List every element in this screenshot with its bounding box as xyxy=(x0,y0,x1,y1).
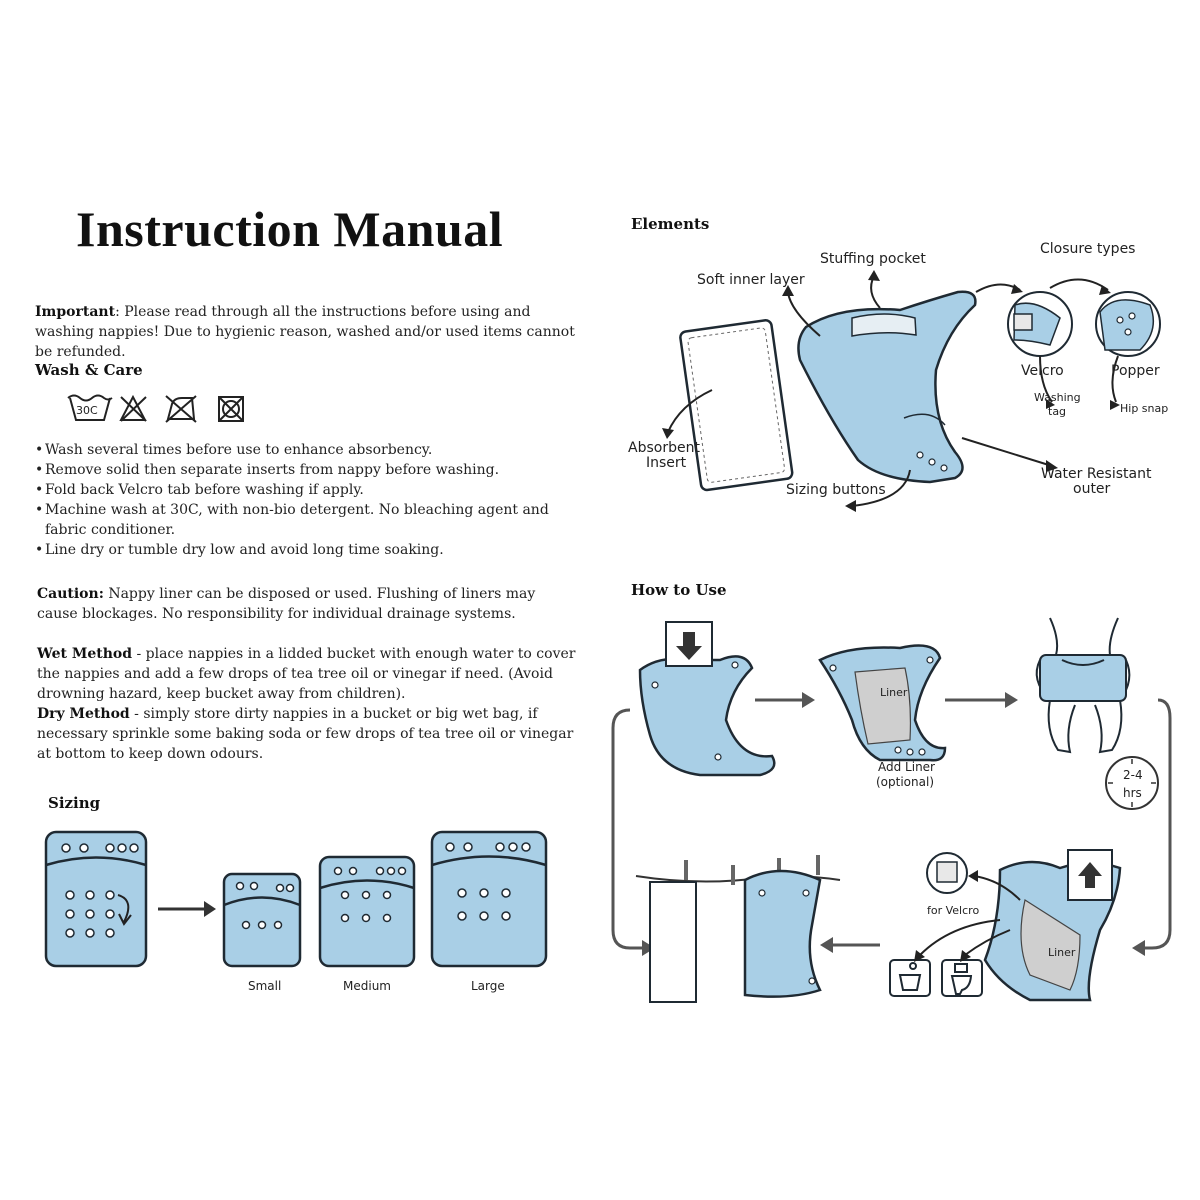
size-label-large: Large xyxy=(471,979,505,993)
step-insert-illustration xyxy=(638,621,776,777)
label-washing-tag-line2: tag xyxy=(1048,405,1067,418)
sizing-heading: Sizing xyxy=(48,794,101,812)
dry-method-text: - simply store dirty nappies in a bucket… xyxy=(37,706,574,762)
popper-closure-illustration xyxy=(1095,291,1161,357)
label-closure-types: Closure types xyxy=(1040,241,1136,257)
label-hip-snap: Hip snap xyxy=(1120,402,1169,415)
trash-bin-icon xyxy=(889,959,931,997)
dry-method-label: Dry Method xyxy=(37,706,130,722)
no-iron-icon xyxy=(165,395,197,423)
label-liner-step2: Liner xyxy=(880,686,908,699)
caution-text: Nappy liner can be disposed or used. Flu… xyxy=(37,586,536,622)
list-item: Line dry or tumble dry low and avoid lon… xyxy=(35,540,580,560)
step-liner-illustration xyxy=(818,644,947,762)
wet-method-paragraph: Wet Method - place nappies in a lidded b… xyxy=(37,644,577,704)
step-baby-illustration xyxy=(1035,617,1131,754)
wet-method-label: Wet Method xyxy=(37,646,133,662)
label-soft-inner-layer: Soft inner layer xyxy=(697,272,805,288)
wash-temp-text: 30C xyxy=(76,404,98,417)
label-sizing-buttons: Sizing buttons xyxy=(786,482,886,498)
label-timer-line1: 2-4 xyxy=(1123,768,1143,782)
velcro-closure-illustration xyxy=(1007,291,1073,357)
label-water-resistant-line2: outer xyxy=(1073,481,1111,497)
step-line-dry-illustration xyxy=(635,855,841,1003)
elements-heading: Elements xyxy=(631,215,710,233)
page-title: Instruction Manual xyxy=(76,201,504,257)
wash-30c-icon xyxy=(67,394,113,421)
how-to-use-heading: How to Use xyxy=(631,581,727,599)
caution-label: Caution: xyxy=(37,586,104,602)
label-liner-step4: Liner xyxy=(1048,946,1076,959)
nappy-large-illustration xyxy=(430,830,548,968)
caution-paragraph: Caution: Nappy liner can be disposed or … xyxy=(37,584,577,624)
label-timer-line2: hrs xyxy=(1123,786,1142,800)
label-velcro: Velcro xyxy=(1021,363,1064,379)
label-absorbent-line2: Insert xyxy=(646,455,687,471)
label-stuffing-pocket: Stuffing pocket xyxy=(820,251,926,267)
size-label-medium: Medium xyxy=(343,979,391,993)
nappy-medium-illustration xyxy=(318,855,416,968)
wet-method-text: - place nappies in a lidded bucket with … xyxy=(37,646,576,702)
nappy-elements-illustration xyxy=(797,290,977,484)
label-add-liner-line1: Add Liner xyxy=(878,760,935,774)
sizing-arrow xyxy=(158,901,216,917)
label-water-resistant-line1: Water Resistant xyxy=(1041,466,1152,482)
label-add-liner-line2: (optional) xyxy=(876,775,934,789)
label-absorbent-line1: Absorbent xyxy=(628,440,700,456)
process-loop xyxy=(611,698,1172,950)
no-bleach-icon xyxy=(119,394,147,422)
label-washing-tag-line1: Washing xyxy=(1034,391,1081,404)
timer-clock-icon xyxy=(1105,756,1159,810)
list-item: Remove solid then separate inserts from … xyxy=(35,460,580,480)
nappy-small-illustration xyxy=(222,872,302,968)
no-tumble-dry-icon xyxy=(218,396,244,422)
important-label: Important xyxy=(35,304,116,320)
label-for-velcro: for Velcro xyxy=(927,904,980,917)
list-item: Machine wash at 30C, with non-bio deterg… xyxy=(35,500,580,540)
label-popper: Popper xyxy=(1111,363,1160,379)
velcro-fold-icon xyxy=(926,852,968,894)
list-item: Fold back Velcro tab before washing if a… xyxy=(35,480,580,500)
size-label-small: Small xyxy=(248,979,282,993)
step-remove-illustration xyxy=(983,849,1122,1002)
dry-method-paragraph: Dry Method - simply store dirty nappies … xyxy=(37,704,582,764)
wash-care-heading: Wash & Care xyxy=(35,361,143,379)
important-paragraph: Important: Please read through all the i… xyxy=(35,302,580,362)
toilet-icon xyxy=(941,959,983,997)
important-text: : Please read through all the instructio… xyxy=(35,304,575,360)
list-item: Wash several times before use to enhance… xyxy=(35,440,580,460)
absorbent-insert-illustration xyxy=(679,319,794,492)
wash-care-list: Wash several times before use to enhance… xyxy=(35,440,580,560)
